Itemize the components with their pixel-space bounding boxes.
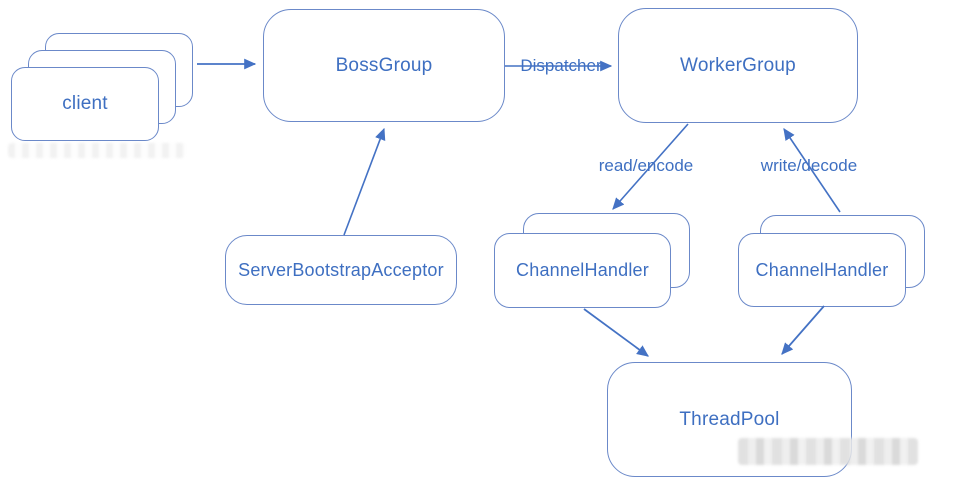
thread-pool-node: ThreadPool [607,362,852,477]
edge-acceptor-to-bossgroup [343,127,386,236]
channel-handler-left-label: ChannelHandler [516,260,649,280]
boss-group-label: BossGroup [335,54,433,76]
dispatcher-edge-label: Dispatcher [520,56,602,75]
boss-group-node: BossGroup [263,9,505,122]
thread-pool-label: ThreadPool [679,408,780,430]
edge-channelhandler-right-to-threadpool [781,305,825,355]
worker-group-label: WorkerGroup [680,54,796,76]
client-node-label: client [62,93,108,114]
server-bootstrap-acceptor-label: ServerBootstrapAcceptor [238,259,444,280]
channel-handler-right-node: ChannelHandler [738,233,906,307]
watermark-smudge-client [8,143,186,158]
channel-handler-left-node: ChannelHandler [494,233,671,308]
write-decode-edge-label: write/decode [760,156,858,175]
edge-channelhandler-left-to-threadpool [583,308,649,357]
read-encode-edge-label: read/encode [598,156,694,175]
server-bootstrap-acceptor-node: ServerBootstrapAcceptor [225,235,457,305]
client-node: client [11,67,159,141]
worker-group-node: WorkerGroup [618,8,858,123]
channel-handler-right-label: ChannelHandler [755,259,889,280]
